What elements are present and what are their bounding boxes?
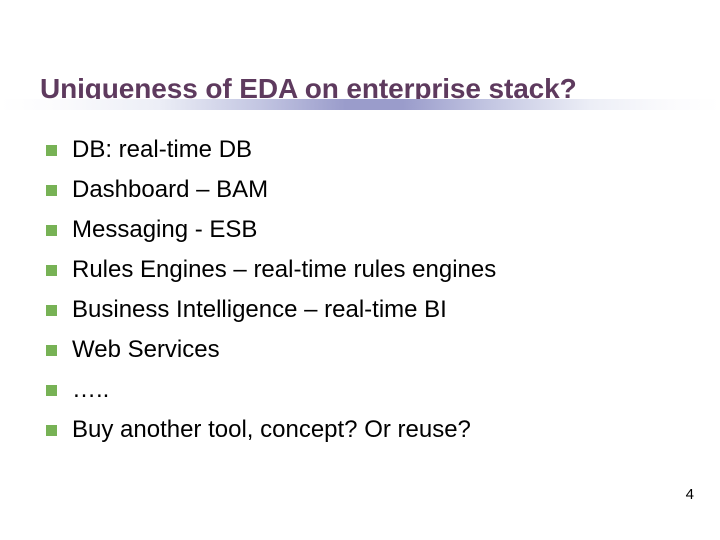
title-divider-rule [0,99,720,110]
square-bullet-icon [46,265,57,276]
list-item: Buy another tool, concept? Or reuse? [40,410,700,450]
list-item-label: Messaging - ESB [72,216,258,243]
list-item-label: ….. [72,376,110,403]
square-bullet-icon [46,145,57,156]
list-item-label: DB: real-time DB [72,136,253,163]
list-item: Web Services [40,330,700,370]
square-bullet-icon [46,225,57,236]
square-bullet-icon [46,305,57,316]
list-item: ….. [40,370,700,410]
list-item: Business Intelligence – real-time BI [40,290,700,330]
list-item-label: Dashboard – BAM [72,176,269,203]
list-item: DB: real-time DB [40,130,700,170]
page-number: 4 [685,486,694,503]
square-bullet-icon [46,345,57,356]
list-item: Messaging - ESB [40,210,700,250]
list-item-label: Buy another tool, concept? Or reuse? [72,416,471,443]
bullet-list: DB: real-time DB Dashboard – BAM Messagi… [40,130,700,450]
square-bullet-icon [46,385,57,396]
square-bullet-icon [46,425,57,436]
list-item-label: Web Services [72,336,220,363]
list-item-label: Rules Engines – real-time rules engines [72,256,497,283]
list-item: Dashboard – BAM [40,170,700,210]
list-item: Rules Engines – real-time rules engines [40,250,700,290]
square-bullet-icon [46,185,57,196]
list-item-label: Business Intelligence – real-time BI [72,296,447,323]
page-title: Uniqueness of EDA on enterprise stack? [40,72,577,104]
